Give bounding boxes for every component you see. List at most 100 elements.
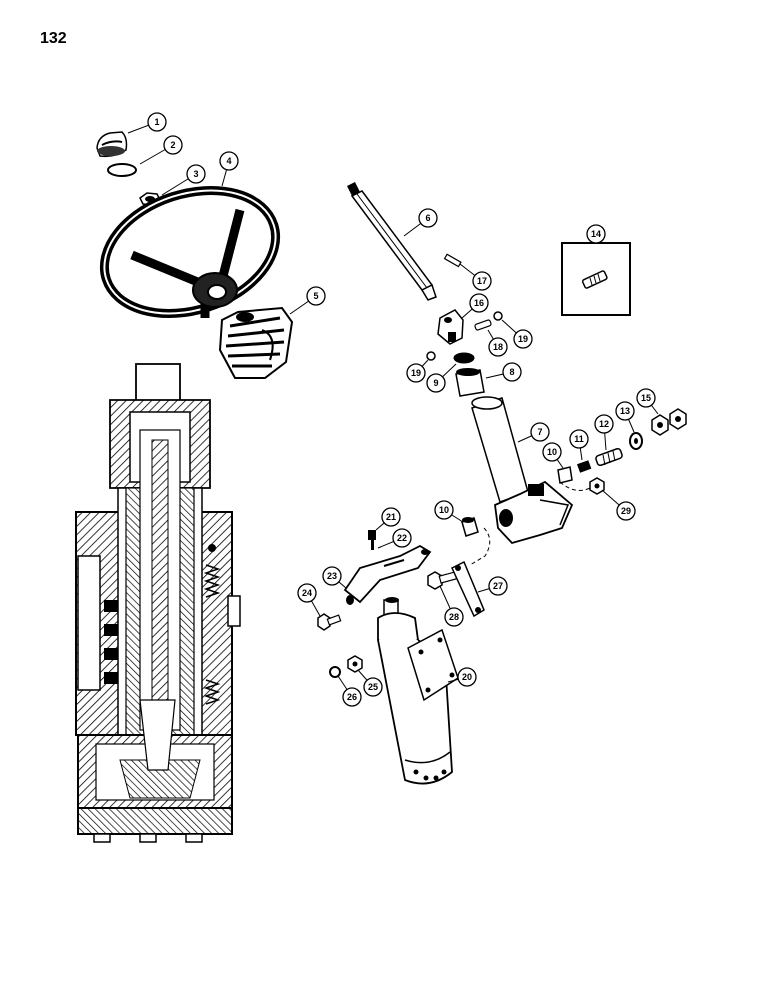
callout-circle: [444, 607, 464, 627]
control-valve-cutaway: [75, 363, 241, 843]
callout-circle: [513, 329, 533, 349]
callout-c4: 4: [219, 151, 239, 187]
callout-number: 4: [226, 156, 231, 166]
callout-circle: [381, 507, 401, 527]
callout-c17: 17: [459, 263, 492, 291]
callout-number: 13: [620, 406, 630, 416]
callout-circle: [472, 271, 492, 291]
callout-c21: 21: [375, 507, 401, 531]
callout-number: 11: [574, 434, 584, 444]
flat-washer: [629, 432, 643, 450]
callout-number: 9: [433, 378, 438, 388]
callout-circle: [392, 528, 412, 548]
lock-washer-right: [493, 311, 503, 321]
page-number: 132: [40, 30, 67, 47]
callout-circle: [488, 337, 508, 357]
steering-shaft: [347, 182, 437, 301]
callout-c11: 11: [569, 429, 589, 461]
callout-c12: 12: [594, 414, 614, 451]
callout-c14: 14: [586, 224, 606, 244]
callout-circle: [186, 164, 206, 184]
callout-circle: [586, 224, 606, 244]
callout-c26: 26: [337, 675, 362, 707]
mounting-bracket: [343, 544, 432, 605]
callout-number: 17: [477, 276, 487, 286]
callout-circle: [457, 667, 477, 687]
lock-washer-26: [329, 666, 341, 678]
thrust-washer: [453, 352, 475, 364]
retaining-ring: [107, 163, 137, 177]
callout-c27: 27: [477, 576, 508, 596]
spring-pin: [576, 460, 592, 473]
callout-number: 19: [518, 334, 528, 344]
callout-number: 29: [621, 506, 631, 516]
callout-circle: [163, 135, 183, 155]
lock-washer-left: [426, 351, 436, 361]
callout-c18: 18: [487, 329, 508, 357]
callout-number: 22: [397, 533, 407, 543]
callout-number: 26: [347, 692, 357, 702]
callout-circle: [406, 363, 426, 383]
callout-circle: [502, 362, 522, 382]
cap-screw-24: [317, 613, 342, 631]
callout-number: 21: [386, 512, 396, 522]
callout-c23: 23: [322, 566, 347, 589]
callout-c5: 5: [289, 286, 326, 315]
callout-layer: 1234567891010111213141516171819192021222…: [127, 112, 659, 707]
column-tube-bracket: [471, 396, 574, 545]
callout-number: 20: [462, 672, 472, 682]
callout-number: 7: [537, 427, 542, 437]
callout-circle: [469, 293, 489, 313]
callout-number: 3: [193, 169, 198, 179]
callout-c2: 2: [139, 135, 183, 165]
assembly-line: [559, 481, 591, 491]
callout-circle: [616, 501, 636, 521]
assembly-line: [469, 527, 491, 566]
callout-circle: [342, 687, 362, 707]
callout-c1: 1: [127, 112, 167, 134]
callout-number: 23: [327, 571, 337, 581]
callout-c29: 29: [601, 489, 636, 521]
callout-circle: [615, 401, 635, 421]
callout-c20: 20: [447, 667, 477, 687]
callout-c16: 16: [461, 293, 489, 319]
callout-c19b: 19: [501, 319, 533, 349]
callout-circle: [434, 500, 454, 520]
callout-circle: [219, 151, 239, 171]
callout-c7: 7: [517, 422, 550, 443]
callout-circle: [636, 388, 656, 408]
callout-c15: 15: [636, 388, 659, 415]
callout-c24: 24: [297, 583, 321, 617]
callout-circle: [594, 414, 614, 434]
link-plate: [451, 560, 485, 618]
stud-inset-box: [561, 242, 631, 316]
callout-number: 16: [474, 298, 484, 308]
callout-number: 2: [170, 140, 175, 150]
cap-screw-28: [427, 571, 458, 590]
callout-number: 6: [425, 213, 430, 223]
universal-joint: [437, 309, 464, 345]
bracket-bolt: [368, 530, 376, 550]
adjusting-screw: [595, 447, 623, 467]
callout-circle: [530, 422, 550, 442]
spacer-left: [461, 517, 479, 537]
callout-c10b: 10: [434, 500, 464, 523]
callout-number: 14: [591, 229, 601, 239]
callout-number: 25: [368, 682, 378, 692]
callout-number: 10: [439, 505, 449, 515]
callout-circle: [488, 576, 508, 596]
callout-c13: 13: [615, 401, 635, 433]
callout-circle: [363, 677, 383, 697]
horn-cap: [96, 131, 128, 158]
callout-circle: [306, 286, 326, 306]
callout-c3: 3: [161, 164, 206, 196]
callout-number: 24: [302, 588, 312, 598]
callout-number: 18: [493, 342, 503, 352]
callout-circle: [542, 442, 562, 462]
callout-number: 12: [599, 419, 609, 429]
callout-number: 19: [411, 368, 421, 378]
callout-circle: [569, 429, 589, 449]
callout-circle: [418, 208, 438, 228]
hex-nut-25: [347, 655, 363, 673]
